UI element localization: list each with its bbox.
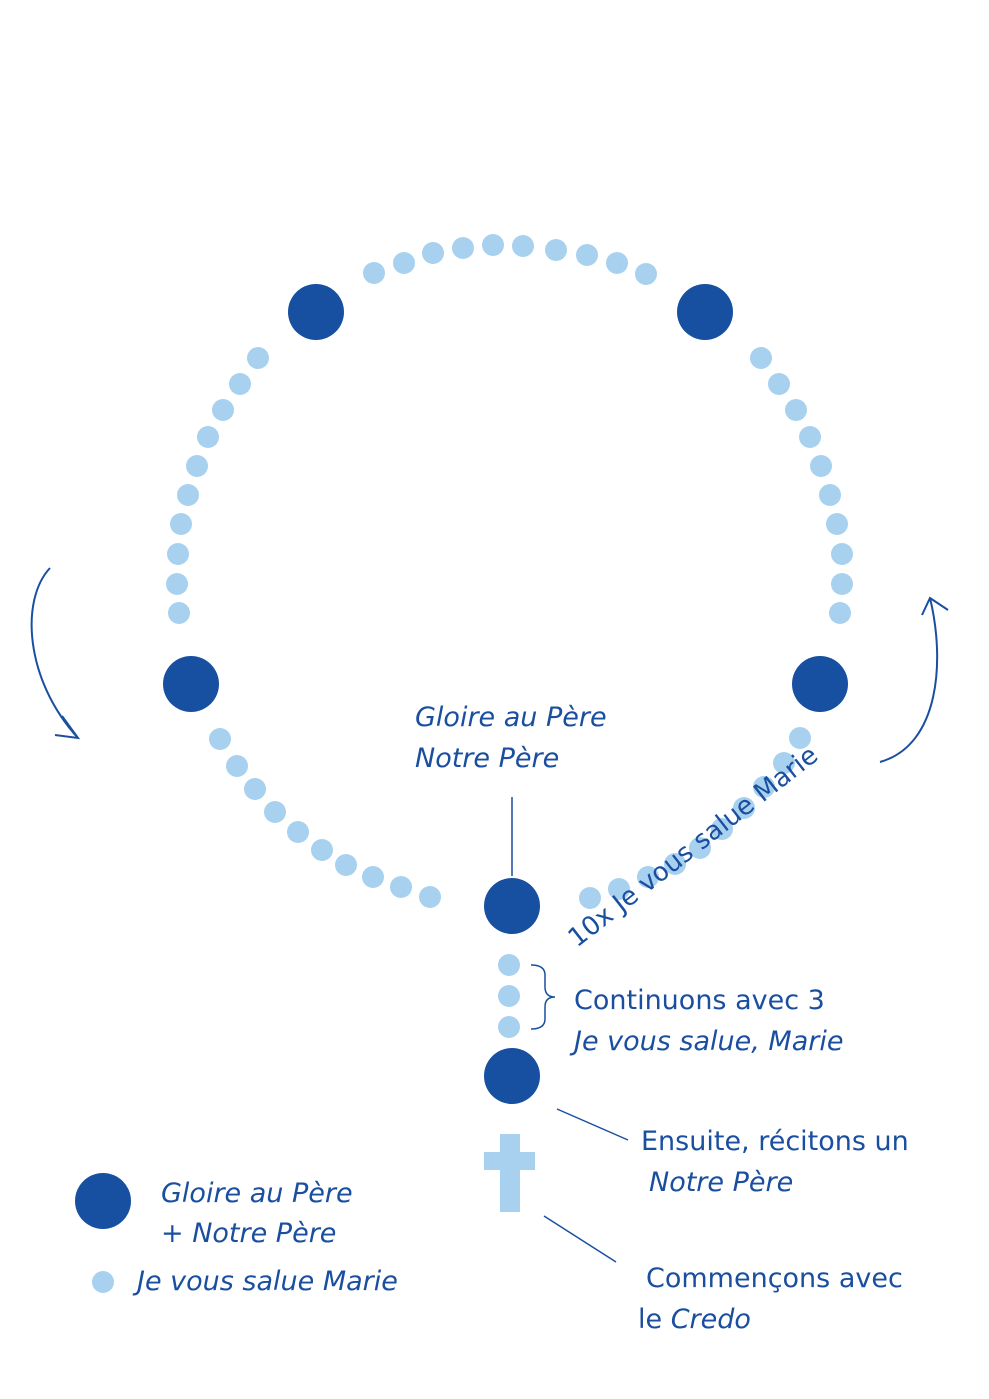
hail-mary-bead [576,244,598,266]
hail-mary-bead [393,252,415,274]
three-beads-label-1: Continuons avec 3 [574,985,825,1016]
pointer-line-our-father [556,1108,629,1141]
hail-mary-bead [689,837,711,859]
hail-mary-bead [482,234,504,256]
hail-mary-bead [335,854,357,876]
our-father-bead [484,1048,540,1104]
hail-mary-bead [311,839,333,861]
our-father-bead [288,284,344,340]
hail-mary-bead [226,755,248,777]
hail-mary-bead [170,513,192,535]
pointer-line-credo [543,1215,617,1263]
our-father-label-2: Notre Père [649,1167,794,1198]
hail-mary-bead [768,373,790,395]
brace-icon [530,964,556,1030]
hail-mary-bead [264,801,286,823]
hail-mary-bead [362,866,384,888]
legend-small-bead [92,1271,114,1293]
hail-mary-bead [608,878,630,900]
hail-mary-bead [635,263,657,285]
hail-mary-bead [168,602,190,624]
hail-mary-bead [711,818,733,840]
hail-mary-bead [167,543,189,565]
hail-mary-bead [512,235,534,257]
hail-mary-bead [579,887,601,909]
hail-mary-bead [177,484,199,506]
hail-mary-bead [419,886,441,908]
hail-mary-bead [287,821,309,843]
credo-label-1: Commençons avec [646,1263,903,1294]
hail-mary-bead [390,876,412,898]
our-father-bead [792,656,848,712]
legend-big-label-2: + Notre Père [161,1218,337,1249]
hail-mary-bead [452,237,474,259]
legend-small-label: Je vous salue Marie [137,1266,398,1297]
hail-mary-bead [637,866,659,888]
hail-mary-bead [197,426,219,448]
hail-mary-bead [753,776,775,798]
cross-horizontal [484,1152,535,1170]
hail-mary-bead [186,455,208,477]
our-father-bead [677,284,733,340]
hail-mary-bead [212,399,234,421]
hail-mary-bead [819,484,841,506]
legend-big-label-1: Gloire au Père [161,1178,353,1209]
our-father-bead [484,878,540,934]
hail-mary-bead [247,347,269,369]
hail-mary-bead [244,778,266,800]
hail-mary-bead [209,728,231,750]
hail-mary-bead [829,602,851,624]
arrow-left-icon [30,567,81,740]
top-bead-label-1: Gloire au Père [415,702,607,733]
hail-mary-bead [810,455,832,477]
hail-mary-bead [733,797,755,819]
hail-mary-bead [773,752,795,774]
hail-mary-bead [498,954,520,976]
cross-vertical [500,1134,520,1212]
hail-mary-bead [789,727,811,749]
credo-label-2: le Credo [638,1306,751,1333]
hail-mary-bead [831,573,853,595]
top-bead-label-2: Notre Père [415,743,560,774]
hail-mary-bead [750,347,772,369]
arrow-right-icon [879,596,949,763]
credo-prefix: le [638,1304,671,1335]
our-father-bead [163,656,219,712]
hail-mary-bead [545,239,567,261]
hail-mary-bead [826,513,848,535]
hail-mary-bead [229,373,251,395]
hail-mary-bead [664,853,686,875]
hail-mary-bead [422,242,444,264]
hail-mary-bead [363,262,385,284]
three-beads-label-2: Je vous salue, Marie [574,1026,844,1057]
our-father-label-1: Ensuite, récitons un [641,1126,909,1157]
hail-mary-bead [498,985,520,1007]
credo-word: Credo [670,1304,751,1335]
hail-mary-bead [799,426,821,448]
hail-mary-bead [606,252,628,274]
hail-mary-bead [166,573,188,595]
hail-mary-bead [785,399,807,421]
legend-big-bead [75,1173,131,1229]
hail-mary-bead [831,543,853,565]
hail-mary-bead [498,1016,520,1038]
